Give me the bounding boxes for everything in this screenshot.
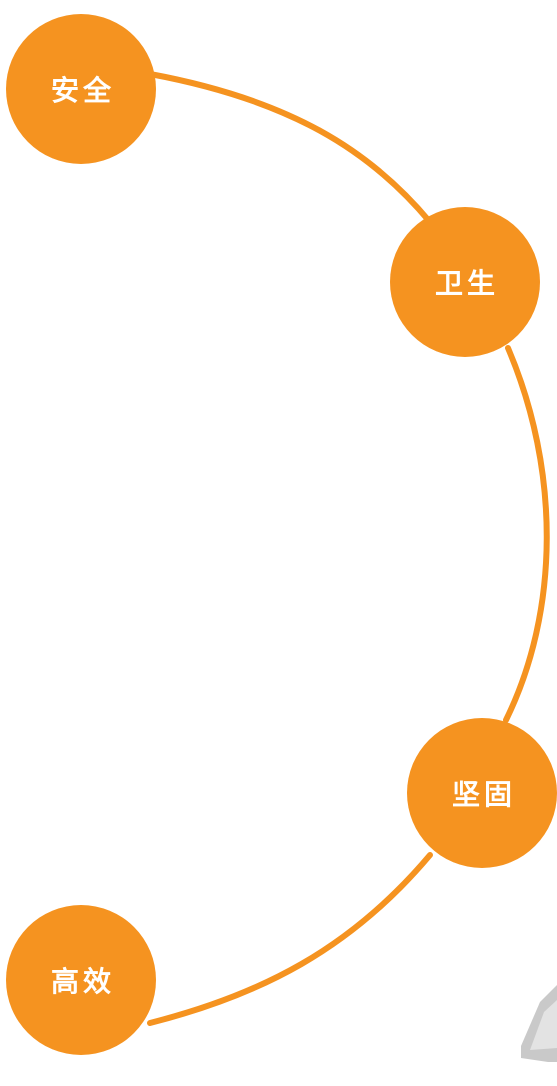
device-photo-highlight (530, 1000, 557, 1050)
connector-arc-right (503, 345, 550, 723)
node-sturdy: 坚固 (407, 718, 557, 868)
node-hygiene: 卫生 (390, 207, 540, 357)
node-label-safety: 安全 (50, 74, 115, 107)
node-label-efficient: 高效 (50, 965, 115, 998)
device-photo-fragment (521, 985, 557, 1062)
node-label-hygiene: 卫生 (434, 267, 499, 300)
connector-arc-top (147, 71, 433, 225)
connector-arc-bottom (147, 852, 433, 1026)
node-label-sturdy: 坚固 (451, 778, 516, 811)
node-safety: 安全 (6, 14, 156, 164)
node-efficient: 高效 (6, 905, 156, 1055)
